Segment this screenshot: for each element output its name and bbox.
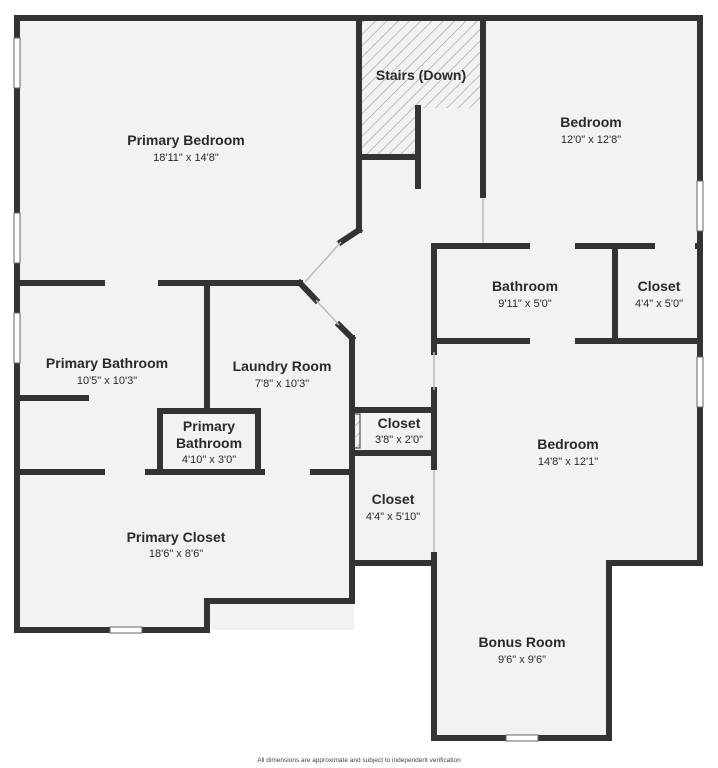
shelf-hatch — [353, 413, 361, 449]
room-primary-closet: Primary Closet 18'6" x 8'6" — [127, 529, 226, 560]
room-primary-bathroom: Primary Bathroom 10'5" x 10'3" — [46, 355, 168, 387]
room-name: Primary Closet — [127, 529, 226, 545]
room-laundry-room: Laundry Room 7'8" x 10'3" — [233, 358, 332, 390]
room-name: Primary Bedroom — [127, 132, 244, 148]
room-dims: 4'10" x 3'0" — [182, 454, 236, 466]
room-primary-bedroom: Primary Bedroom 18'11" x 14'8" — [127, 132, 244, 164]
room-name: Bedroom — [537, 436, 598, 452]
room-dims: 10'5" x 10'3" — [77, 375, 137, 387]
room-name: Bathroom — [176, 435, 242, 451]
room-name: Closet — [638, 278, 681, 294]
windows — [13, 37, 704, 742]
room-closet-1: Closet 4'4" x 5'0" — [635, 278, 683, 310]
room-name: Laundry Room — [233, 358, 332, 374]
room-name: Closet — [378, 415, 421, 431]
room-closet-3: Closet 4'4" x 5'10" — [366, 491, 420, 523]
room-name: Bonus Room — [478, 634, 565, 650]
room-bedroom-1: Bedroom 12'0" x 12'8" — [560, 114, 621, 146]
room-dims: 7'8" x 10'3" — [255, 378, 309, 390]
room-dims: 9'11" x 5'0" — [498, 298, 551, 310]
room-dims: 3'8" x 2'0" — [375, 434, 423, 446]
room-dims: 4'4" x 5'10" — [366, 511, 420, 523]
room-dims: 4'4" x 5'0" — [635, 298, 683, 310]
room-dims: 12'0" x 12'8" — [561, 134, 621, 146]
room-name: Primary Bathroom — [46, 355, 168, 371]
room-name: Closet — [372, 491, 415, 507]
room-name: Stairs (Down) — [376, 67, 466, 83]
room-bonus-room: Bonus Room 9'6" x 9'6" — [478, 634, 565, 666]
room-dims: 18'6" x 8'6" — [149, 548, 203, 560]
room-primary-bathroom-2: Primary Bathroom 4'10" x 3'0" — [176, 418, 242, 466]
room-name: Bathroom — [492, 278, 558, 294]
room-dims: 18'11" x 14'8" — [153, 152, 219, 164]
disclaimer-note: All dimensions are approximate and subje… — [257, 757, 461, 764]
room-name: Primary — [183, 418, 235, 434]
room-dims: 9'6" x 9'6" — [498, 654, 546, 666]
room-name: Bedroom — [560, 114, 621, 130]
room-stairs: Stairs (Down) — [376, 67, 466, 83]
room-dims: 14'8" x 12'1" — [538, 456, 598, 468]
room-bathroom: Bathroom 9'11" x 5'0" — [492, 278, 558, 310]
door-lines — [304, 198, 484, 552]
room-closet-2: Closet 3'8" x 2'0" — [375, 415, 423, 446]
room-bedroom-2: Bedroom 14'8" x 12'1" — [537, 436, 598, 468]
